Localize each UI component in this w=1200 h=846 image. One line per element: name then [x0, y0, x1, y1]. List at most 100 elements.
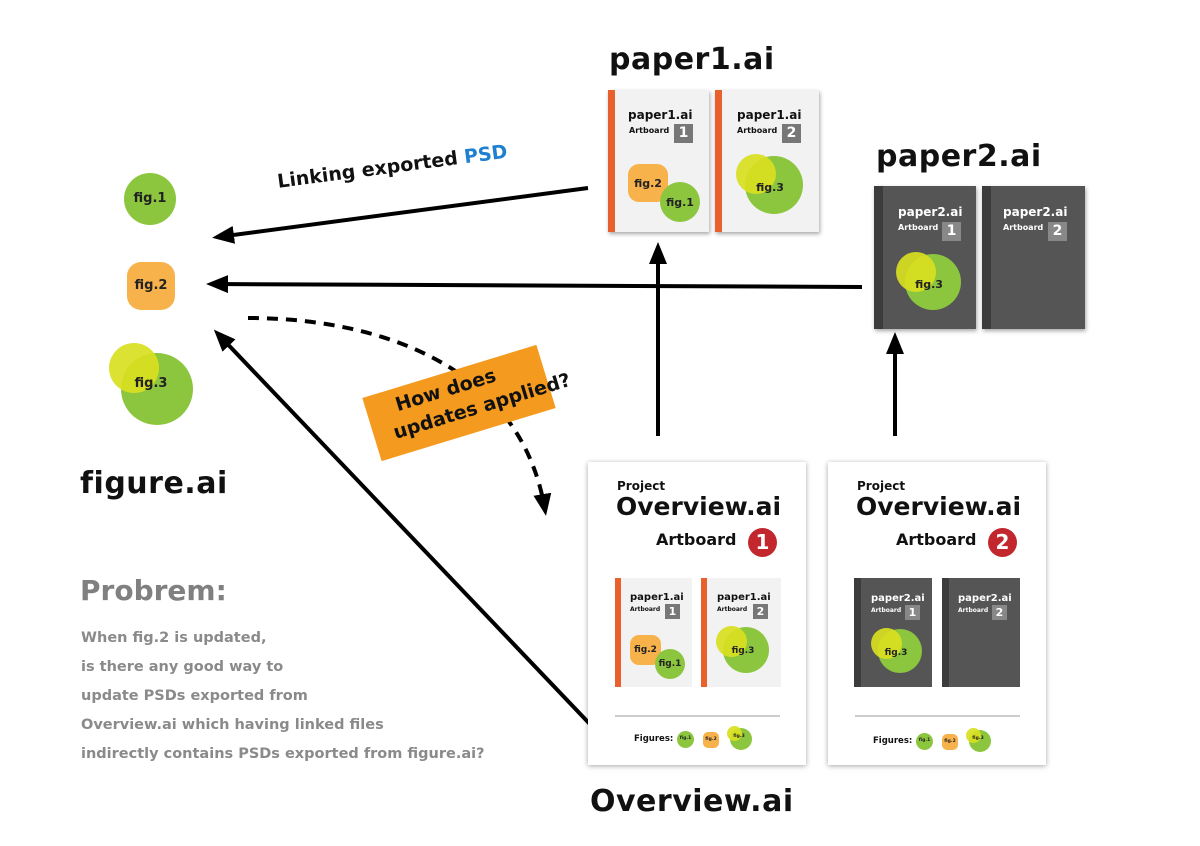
- fig1-dot: [916, 733, 933, 750]
- problem-line-5: indirectly contains PSDs exported from f…: [81, 746, 485, 762]
- page-stripe: [608, 90, 615, 232]
- fig2-dot: [703, 732, 719, 748]
- artboard-number: 1: [905, 605, 920, 620]
- page-name: paper1.ai: [717, 592, 771, 603]
- paper2-title: paper2.ai: [876, 139, 1042, 174]
- fig2-dot: [942, 734, 958, 750]
- page-name: paper1.ai: [737, 108, 802, 122]
- overview-title: Overview.ai: [590, 784, 794, 819]
- fig2-rounded-square: [127, 262, 175, 310]
- artboard-label: Artboard: [630, 606, 661, 613]
- artboard-label: Artboard: [629, 126, 670, 135]
- project-label: Project: [617, 479, 666, 493]
- fig2-label: fig.2: [134, 278, 168, 293]
- fig1-dot: [677, 731, 694, 748]
- fig1-dot-label: fig.1: [918, 738, 931, 743]
- artboard-number: 2: [753, 604, 768, 619]
- artboard-number: 1: [942, 222, 961, 241]
- problem-line-1: When fig.2 is updated,: [81, 630, 267, 646]
- fig3-dot-yellow: [966, 728, 981, 743]
- mini-paper1-artboard-1: paper1.ai Artboard 1 fig.2 fig.1: [615, 578, 692, 687]
- page-stripe: [982, 186, 991, 329]
- overview-artboard-2: Project Overview.ai Artboard 2 paper2.ai…: [828, 462, 1046, 765]
- dashed-update-arrow: [247, 316, 552, 516]
- fig1-dot-label: fig.1: [679, 736, 692, 741]
- figures-label: Figures:: [634, 734, 674, 744]
- paper2-artboard-2: paper2.ai Artboard 2: [982, 186, 1085, 329]
- page-name: paper2.ai: [898, 205, 963, 219]
- mini-paper2-artboard-1: paper2.ai Artboard 1 fig.3: [854, 578, 932, 687]
- arrow-paper1-to-figures: [212, 186, 589, 244]
- page-name: paper1.ai: [630, 592, 684, 603]
- fig2-dot-label: fig.2: [705, 737, 717, 742]
- artboard-label: Artboard: [1003, 223, 1044, 232]
- artboard-number: 2: [782, 124, 801, 143]
- page-stripe: [942, 578, 949, 687]
- overview-artboard-1: Project Overview.ai Artboard 1 paper1.ai…: [588, 462, 806, 765]
- fig3-dot-yellow: [727, 726, 742, 741]
- artboard-number-badge: 1: [748, 528, 777, 557]
- page-stripe: [615, 578, 621, 687]
- fig1-shape: [660, 182, 700, 222]
- page-stripe: [854, 578, 861, 687]
- fig1-circle: [124, 173, 176, 225]
- page-name: paper2.ai: [871, 593, 925, 604]
- arrow-paper2-to-figures: [206, 275, 863, 294]
- fig2-label: fig.2: [634, 177, 662, 190]
- artboard-number-badge: 2: [988, 528, 1017, 557]
- problem-line-2: is there any good way to: [81, 659, 284, 675]
- mini-paper1-artboard-2: paper1.ai Artboard 2 fig.3: [701, 578, 781, 687]
- problem-line-3: update PSDs exported from: [81, 688, 308, 704]
- page-name: paper1.ai: [628, 108, 693, 122]
- fig3-yellow-shape: [896, 252, 936, 292]
- fig3-label: fig.3: [134, 376, 168, 391]
- fig3-yellow-shape: [871, 628, 902, 659]
- artboard-label: Artboard: [896, 530, 977, 549]
- figures-label: Figures:: [873, 736, 913, 746]
- fig3-label: fig.3: [915, 278, 943, 291]
- artboard-label: Artboard: [717, 606, 748, 613]
- fig1-shape: [655, 649, 685, 679]
- project-label: Project: [857, 479, 906, 493]
- artboard-label: Artboard: [958, 607, 989, 614]
- fig2-label: fig.2: [634, 645, 657, 655]
- overview-name: Overview.ai: [616, 492, 782, 521]
- artboard-label: Artboard: [871, 607, 902, 614]
- divider: [855, 715, 1020, 717]
- problem-title: Probrem:: [80, 574, 227, 607]
- page-stripe: [701, 578, 707, 687]
- page-name: paper2.ai: [958, 593, 1012, 604]
- fig3-yellow-shape: [736, 154, 776, 194]
- paper1-title: paper1.ai: [609, 42, 775, 77]
- fig2-dot-label: fig.2: [944, 739, 956, 744]
- fig3-label: fig.3: [884, 648, 908, 658]
- paper1-artboard-1: paper1.ai Artboard 1 fig.2 fig.1: [608, 90, 709, 232]
- overview-name: Overview.ai: [856, 492, 1022, 521]
- paper1-artboard-2: paper1.ai Artboard 2 fig.3: [715, 90, 819, 232]
- artboard-label: Artboard: [656, 530, 737, 549]
- figure-title: figure.ai: [80, 466, 228, 501]
- fig3-yellow-circle: [109, 343, 159, 393]
- mini-paper2-artboard-2: paper2.ai Artboard 2: [942, 578, 1020, 687]
- artboard-number: 2: [992, 605, 1007, 620]
- fig3-label: fig.3: [756, 181, 784, 194]
- divider: [615, 715, 780, 717]
- page-name: paper2.ai: [1003, 205, 1068, 219]
- fig3-yellow-shape: [716, 626, 747, 657]
- arrow-overview-to-figures: [213, 329, 609, 744]
- fig1-label: fig.1: [666, 196, 694, 209]
- artboard-number: 1: [665, 604, 680, 619]
- paper2-artboard-1: paper2.ai Artboard 1 fig.3: [874, 186, 976, 329]
- fig1-label: fig.1: [658, 659, 682, 669]
- page-stripe: [874, 186, 883, 329]
- fig1-label: fig.1: [133, 191, 167, 206]
- fig3-dot-label: fig.3: [733, 734, 745, 739]
- problem-line-4: Overview.ai which having linked files: [81, 717, 384, 733]
- artboard-number: 2: [1048, 222, 1067, 241]
- page-stripe: [715, 90, 722, 232]
- artboard-label: Artboard: [898, 223, 939, 232]
- fig3-label: fig.3: [731, 646, 755, 656]
- artboard-label: Artboard: [737, 126, 778, 135]
- fig3-dot-label: fig.3: [972, 736, 984, 741]
